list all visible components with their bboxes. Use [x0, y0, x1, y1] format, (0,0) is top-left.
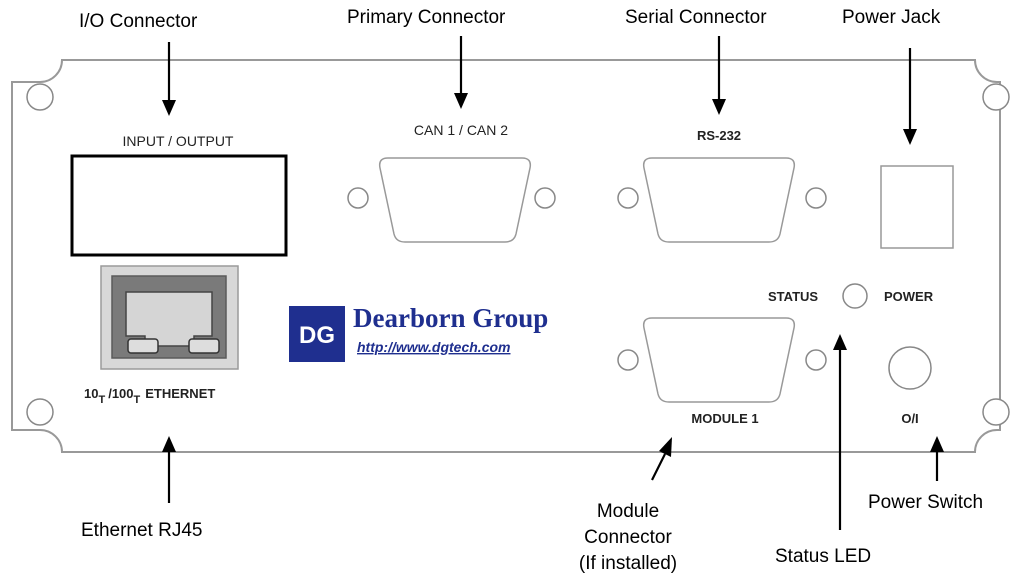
mount-hole-top-right — [982, 83, 1010, 111]
callout-status-led: Status LED — [775, 546, 871, 567]
arrow-primary-connector — [454, 36, 468, 109]
brand-url: http://www.dgtech.com — [357, 339, 510, 355]
mount-hole-bottom-right — [982, 398, 1010, 426]
callout-module-line1: Module — [597, 501, 659, 522]
callout-power-switch: Power Switch — [868, 492, 983, 513]
power-label: POWER — [884, 289, 934, 304]
power-switch-button — [888, 346, 932, 390]
ethernet-subscript-t2: T — [134, 394, 141, 406]
dearborn-logo: DG Dearborn Group http://www.dgtech.com — [289, 303, 548, 362]
arrow-power-switch — [930, 436, 944, 481]
can-screw-left — [347, 187, 369, 209]
arrow-power-jack — [903, 48, 917, 145]
ethernet-word: ETHERNET — [145, 386, 215, 401]
callout-io-connector: I/O Connector — [79, 11, 198, 32]
power-jack-socket — [880, 165, 954, 249]
arrow-io-connector — [162, 42, 176, 116]
arrow-status-led — [833, 334, 847, 530]
callout-primary-connector: Primary Connector — [347, 7, 506, 28]
module-screw-left — [617, 349, 639, 371]
ethernet-100: /100 — [108, 386, 133, 401]
rs232-screw-right — [805, 187, 827, 209]
can-screw-right — [534, 187, 556, 209]
module1-dsub-connector — [642, 317, 796, 403]
callout-module-line3: (If installed) — [579, 553, 677, 574]
onoff-label: O/I — [901, 411, 918, 426]
brand-name: Dearborn Group — [353, 303, 548, 333]
dg-logo-text: DG — [299, 322, 335, 349]
dg-logo-box — [289, 306, 345, 362]
callout-ethernet-rj45: Ethernet RJ45 — [81, 520, 202, 541]
mount-hole-top-left — [26, 83, 54, 111]
rs232-label: RS-232 — [697, 128, 741, 143]
can-label: CAN 1 / CAN 2 — [414, 122, 508, 138]
callout-serial-connector: Serial Connector — [625, 7, 767, 28]
arrow-ethernet-rj45 — [162, 436, 176, 503]
mount-hole-bottom-left — [26, 398, 54, 426]
callout-module-line2: Connector — [584, 527, 672, 548]
arrow-serial-connector — [712, 36, 726, 115]
ethernet-subscript-t1: T — [98, 394, 105, 406]
status-label: STATUS — [768, 289, 818, 304]
status-led — [842, 283, 868, 309]
callout-power-jack: Power Jack — [842, 7, 941, 28]
input-output-label: INPUT / OUTPUT — [123, 133, 234, 149]
module1-label: MODULE 1 — [691, 411, 758, 426]
io-connector-box — [70, 154, 288, 257]
can-dsub-connector — [378, 157, 532, 243]
rs232-dsub-connector — [642, 157, 796, 243]
rs232-screw-left — [617, 187, 639, 209]
arrow-module-connector — [651, 437, 672, 481]
ethernet-10: 10 — [84, 386, 98, 401]
ethernet-rj45-port — [100, 265, 239, 370]
module-screw-right — [805, 349, 827, 371]
